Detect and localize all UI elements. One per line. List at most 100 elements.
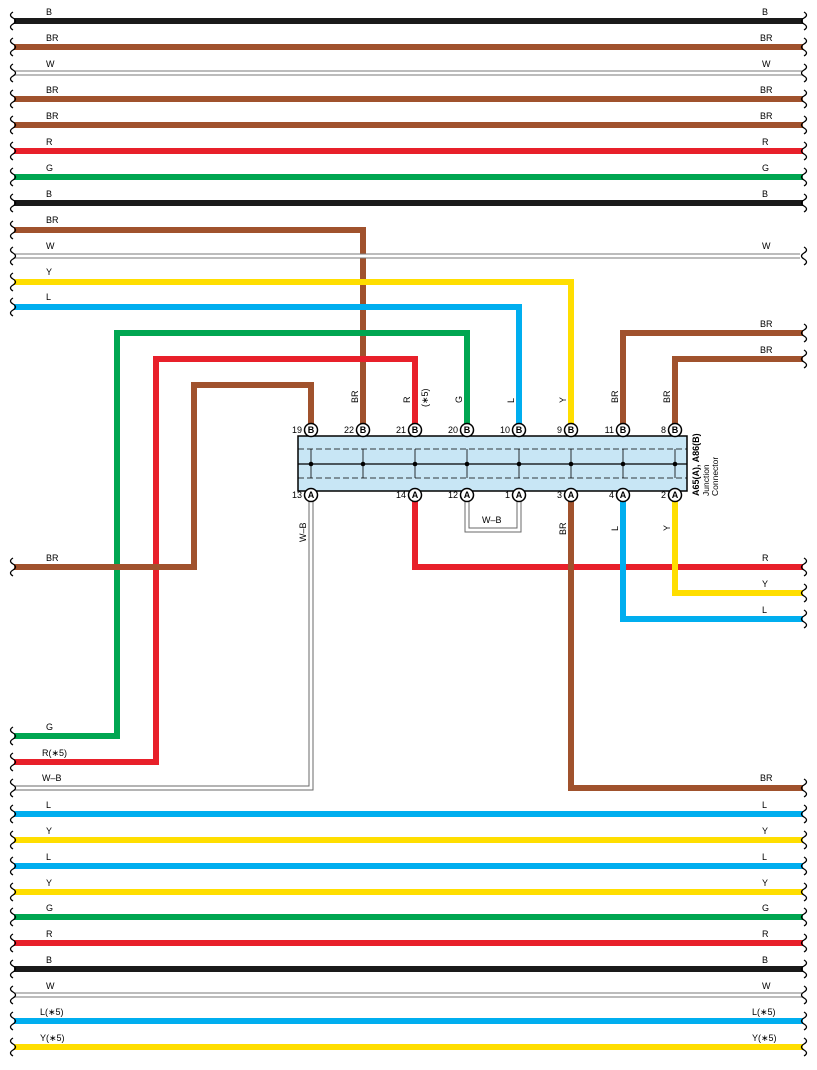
connector-pin-4: A4 — [609, 487, 631, 503]
label-right: L — [762, 800, 767, 810]
pin-number: 3 — [557, 490, 562, 500]
label-right: W — [762, 981, 771, 991]
pin-letter: B — [360, 425, 367, 435]
wire-l-to-pin-10 — [14, 304, 522, 430]
junction-dot — [568, 461, 574, 467]
break-mark — [9, 115, 17, 135]
junction-connector — [297, 435, 688, 492]
label-left: G — [46, 903, 53, 913]
wire-y-from-pin-2 — [672, 498, 803, 596]
break-mark — [9, 882, 17, 902]
break-mark — [800, 11, 808, 31]
label-wb-loop: W–B — [482, 515, 502, 525]
label-right: W — [762, 59, 771, 69]
label-right: Y — [762, 878, 768, 888]
label-left-br-mid: BR — [46, 553, 59, 563]
break-mark — [9, 752, 17, 772]
connector-pin-3: A3 — [557, 487, 579, 503]
pin-number: 13 — [292, 490, 302, 500]
break-mark — [9, 11, 17, 31]
pin-number: 8 — [661, 425, 666, 435]
label-right-l-mid: L — [762, 605, 767, 615]
label-pin-22-br: BR — [350, 390, 360, 403]
break-mark — [800, 907, 808, 927]
break-mark — [9, 856, 17, 876]
break-mark — [9, 907, 17, 927]
break-mark — [9, 272, 17, 292]
break-mark — [800, 856, 808, 876]
wire-br-to-pin-8 — [672, 356, 803, 430]
label-right: BR — [760, 85, 773, 95]
label-top-left-y: Y — [46, 267, 52, 277]
label-left-r-low: R(∗5) — [42, 748, 67, 758]
break-mark — [800, 193, 808, 213]
label-right: R — [762, 137, 769, 147]
label-right: G — [762, 903, 769, 913]
junction-dot — [620, 461, 626, 467]
pin-letter: B — [516, 425, 523, 435]
break-mark — [9, 141, 17, 161]
pin-number: 9 — [557, 425, 562, 435]
label-right: B — [762, 955, 768, 965]
label-left: B — [46, 7, 52, 17]
connector-pin-1: A1 — [505, 487, 527, 503]
label-pin-11-br: BR — [610, 390, 620, 403]
break-mark — [800, 246, 808, 266]
label-right-y-mid: Y — [762, 579, 768, 589]
label-left: BR — [46, 85, 59, 95]
label-right: L — [762, 852, 767, 862]
label-right-br-2: BR — [760, 345, 773, 355]
pin-letter: A — [672, 490, 679, 500]
break-mark — [9, 557, 17, 577]
pin-number: 20 — [448, 425, 458, 435]
label-pin-2-y: Y — [662, 525, 672, 531]
pin-letter: B — [568, 425, 575, 435]
label-pin-21-note: (∗5) — [420, 388, 430, 407]
label-left: L(∗5) — [40, 1007, 64, 1017]
connector-junction-dots — [308, 449, 678, 478]
label-right: B — [762, 7, 768, 17]
label-pin-21-r: R — [402, 396, 412, 403]
pin-number: 11 — [605, 425, 614, 435]
pin-letter: A — [568, 490, 575, 500]
label-left: W — [46, 59, 55, 69]
connector-pin-2: A2 — [661, 487, 683, 503]
wire-br-from-pin-3 — [568, 498, 803, 791]
label-right: R — [762, 929, 769, 939]
label-pin-20-g: G — [454, 396, 464, 403]
break-mark — [9, 167, 17, 187]
break-mark — [9, 63, 17, 83]
break-mark — [9, 804, 17, 824]
label-left: W — [46, 981, 55, 991]
connector-pin-12: A12 — [448, 487, 475, 503]
label-right: BR — [760, 33, 773, 43]
break-mark — [800, 115, 808, 135]
break-mark — [9, 297, 17, 317]
label-top-left-l: L — [46, 292, 51, 302]
connector-pin-21: B21 — [396, 422, 423, 438]
connector-pin-14: A14 — [396, 487, 423, 503]
junction-dot — [308, 461, 314, 467]
break-mark — [800, 959, 808, 979]
label-left-wb-low: W–B — [42, 773, 62, 783]
label-pin-4-l: L — [610, 526, 620, 531]
break-mark — [800, 583, 808, 603]
break-mark — [9, 220, 17, 240]
pin-letter: A — [412, 490, 419, 500]
label-left-g-low: G — [46, 722, 53, 732]
break-mark — [800, 167, 808, 187]
break-mark — [9, 830, 17, 850]
break-mark — [9, 959, 17, 979]
junction-dot — [464, 461, 470, 467]
label-left: B — [46, 189, 52, 199]
junction-dot — [516, 461, 522, 467]
break-mark — [9, 933, 17, 953]
label-pin-13-wb: W–B — [298, 522, 308, 542]
connector-title: A65(A), A86(B) — [691, 433, 701, 496]
wire-break-marks — [9, 11, 808, 1057]
pin-letter: A — [620, 490, 627, 500]
connector-subtitle-2: Connector — [710, 457, 720, 496]
pin-letter: B — [620, 425, 627, 435]
